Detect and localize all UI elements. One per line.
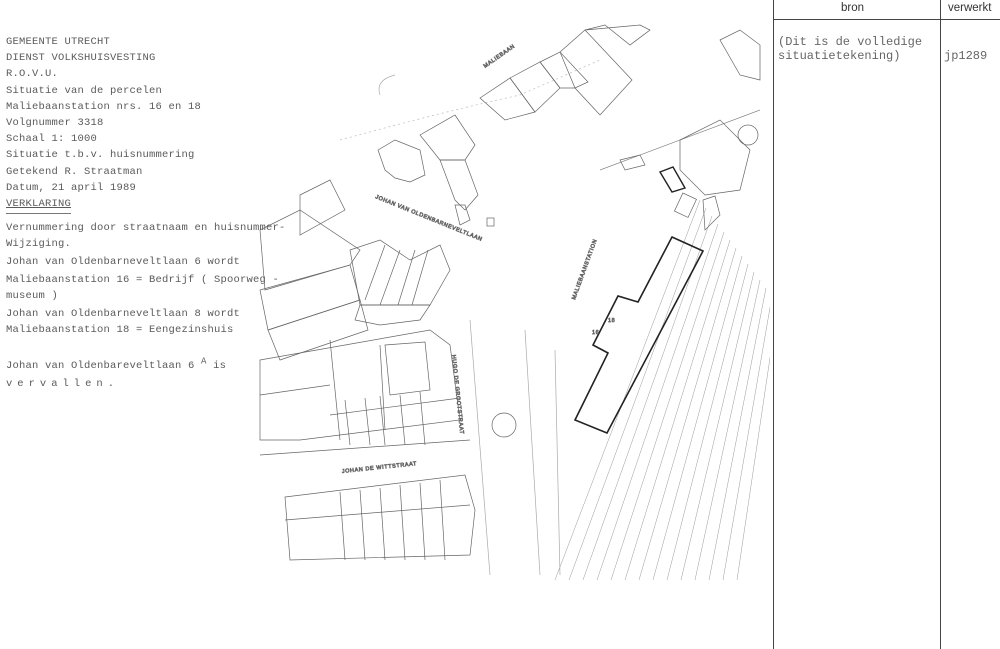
table-border-left [773,0,774,649]
rail-line [680,271,755,580]
body-line: Johan van Oldenbarneveltlaan 8 wordt [6,308,241,320]
note-text: Johan van Oldenbareveltlaan 6 [6,360,195,372]
table-cell-bron: (Dit is de volledige situatietekening) [778,35,922,63]
street-label-station: MALIEBAANSTATION [571,238,599,300]
header-line: Volgnummer 3318 [6,117,104,129]
rail-line [652,255,743,580]
kiosk-octagon [491,412,517,438]
note-last: vervallen. [6,378,120,390]
table-border-mid [940,0,941,649]
bron-line: (Dit is de volledige [778,35,923,49]
header-line: Getekend R. Straatman [6,166,143,178]
column-header-verwerkt: verwerkt [948,2,992,14]
rail-line [596,223,719,580]
header-line: DIENST VOLKSHUISVESTING [6,52,156,64]
railway-tracks [554,199,770,580]
body-line: Johan van Oldenbarneveltlaan 6 wordt [6,256,241,268]
rail-line [736,356,770,580]
header-line: Situatie van de percelen [6,85,163,97]
rail-line [624,239,731,580]
body-line: museum ) [6,290,59,302]
rail-line [708,287,767,580]
body-line: Vernummering door straatnaam en huisnumm… [6,222,286,234]
note-is: is [213,360,227,372]
rail-line [554,199,701,580]
body-line: Maliebaanstation 18 = Eengezinshuis [6,324,234,336]
verklaring-heading: VERKLARING [6,198,72,210]
bron-line: situatietekening) [778,49,901,63]
situation-map: MALIEBAAN JOHAN VAN OLDENBARNEVELTLAAN M… [259,24,770,580]
street-label-witt: JOHAN DE WITTSTRAAT [342,461,418,475]
header-line: Maliebaanstation nrs. 16 en 18 [6,101,202,113]
table-header-divider [773,19,1000,20]
body-line: Maliebaanstation 16 = Bedrijf ( Spoorweg… [6,274,280,286]
rail-line [722,306,770,580]
header-line: R.O.V.U. [6,68,59,80]
header-line: Datum, 21 april 1989 [6,182,137,194]
street-label-oldenbarnevelt: JOHAN VAN OLDENBARNEVELTLAAN [374,194,483,243]
header-line: Schaal 1: 1000 [6,133,98,145]
house-number: 16 [592,330,599,336]
note-line: Johan van Oldenbareveltlaan 6 A is [6,356,227,372]
street-label-maliebaan: MALIEBAAN [483,44,517,70]
house-number: 18 [608,318,615,324]
street-label-hugo: HUGO DE GROOTSTRAAT [450,355,464,435]
rail-line [582,215,713,580]
header-line: Situatie t.b.v. huisnummering [6,149,195,161]
body-line: Wijziging. [6,238,72,250]
station-outline [573,235,705,435]
rail-line [638,247,737,580]
note-sup: A [201,356,207,367]
rail-line [694,279,761,580]
building [479,77,536,121]
table-cell-verwerkt: jp1289 [944,49,988,63]
rail-line [610,231,725,580]
rail-line [568,207,707,580]
rail-line [666,263,749,580]
header-line: GEMEENTE UTRECHT [6,36,111,48]
column-header-bron: bron [841,2,865,14]
heading-underline [6,213,71,214]
